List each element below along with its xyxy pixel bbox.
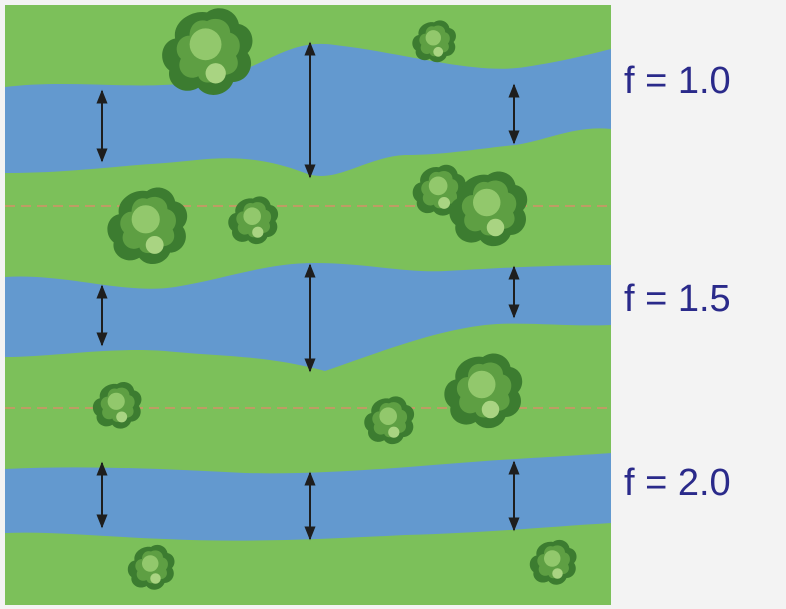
sinuosity-label-f2: f = 2.0: [624, 462, 731, 504]
sinuosity-label-f15: f = 1.5: [624, 278, 731, 320]
sinuosity-label-f1: f = 1.0: [624, 60, 731, 102]
river-sinuosity-diagram: [5, 5, 611, 605]
